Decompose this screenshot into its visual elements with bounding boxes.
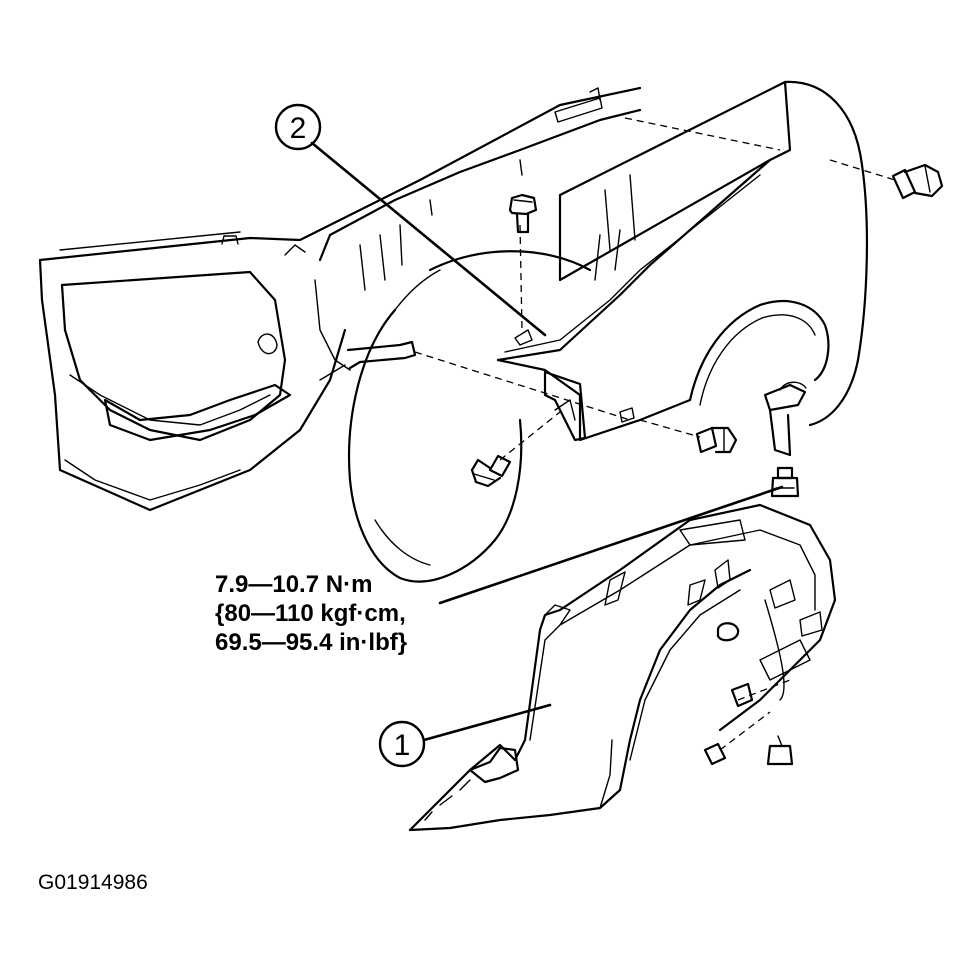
- figure-id: G01914986: [38, 871, 148, 894]
- liner-part-1: [408, 503, 837, 832]
- torque-spec-line-3: 69.5—95.4 in·lbf}: [215, 629, 408, 656]
- torque-spec-line-1: 7.9—10.7 N·m: [215, 571, 373, 598]
- fastener-bolt-top: [508, 193, 538, 234]
- wheel-arch: [347, 250, 592, 583]
- callout-1: 1: [378, 703, 552, 768]
- fastener-bolt-middle-right: [695, 426, 738, 454]
- callout-2-label: 2: [290, 112, 307, 145]
- fastener-bolt-upper-right: [891, 163, 944, 200]
- callout-2: 2: [274, 103, 547, 337]
- fastener-clip-lower: [703, 622, 794, 766]
- torque-spec: 7.9—10.7 N·m {80—110 kgf·cm, 69.5—95.4 i…: [215, 570, 407, 657]
- fastener-clip-upper: [770, 466, 800, 498]
- alignment-lines: [414, 117, 896, 751]
- torque-leader: [438, 485, 784, 605]
- torque-spec-line-2: {80—110 kgf·cm,: [215, 600, 406, 627]
- fender-part-2: [496, 80, 869, 457]
- callout-1-label: 1: [394, 729, 411, 762]
- body-structure: [38, 86, 642, 512]
- fastener-bolt-lower-left: [470, 454, 512, 488]
